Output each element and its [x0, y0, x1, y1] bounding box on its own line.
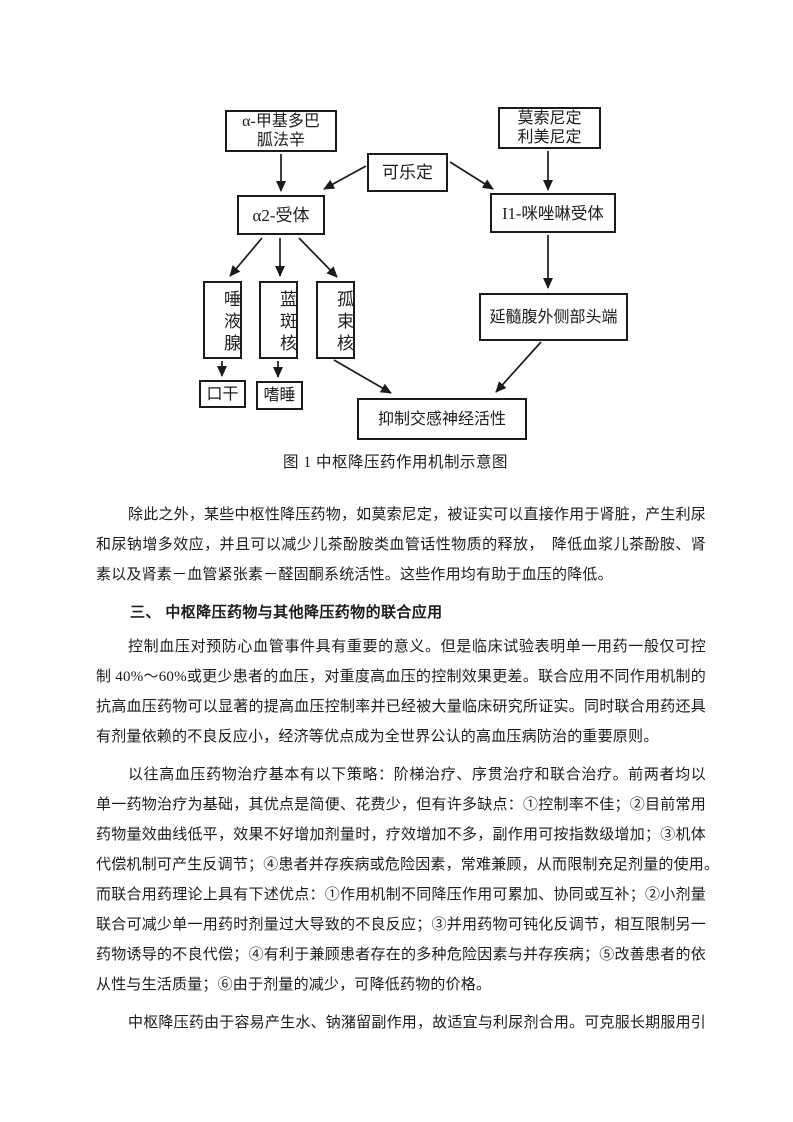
text-line: 药物诱导的不良代偿；④有利于兼顾患者存在的多种危险因素与并存疾病；⑤改善患者的依 — [96, 947, 706, 963]
box-nucleus-tractus-solitarii: 孤束核 — [316, 281, 355, 359]
text-line: 抗高血压药物可以显著的提高血压控制率并已经被大量临床研究所证实。同时联合用药还具 — [96, 699, 706, 715]
box-label: 抑制交感神经活性 — [377, 410, 506, 428]
text-line: 有剂量依赖的不良反应小，经济等优点成为全世界公认的高血压病防治的重要原则。 — [96, 729, 659, 745]
text-line: 制 40%～60%或更少患者的血压，对重度高血压的控制效果更差。联合应用不同作用… — [96, 669, 706, 685]
text-line: 中枢降压药由于容易产生水、钠潴留副作用，故适宜与利尿剂合用。可克服长期服用引 — [128, 1015, 706, 1031]
text-line: 代偿机制可产生反调节；④患者并存疾病或危险因素，常难兼顾，从而限制充足剂量的使用… — [96, 857, 720, 873]
text-line: 除此之外，某些中枢性降压药物，如莫索尼定，被证实可以直接作用于肾脏，产生利尿 — [128, 507, 706, 523]
box-i1-imidazoline-receptor: I1-咪唑啉受体 — [490, 193, 616, 233]
box-label: 嗜睡 — [263, 387, 296, 404]
box-label: α-甲基多巴 — [242, 113, 320, 130]
box-dry-mouth: 口干 — [199, 380, 246, 408]
text-line: 控制血压对预防心血管事件具有重要的意义。但是临床试验表明单一用药一般仅可控 — [128, 639, 706, 655]
text-line: 联合可减少单一用药时剂量过大导致的不良反应；③并用药物可钝化反调节，相互限制另一 — [96, 917, 706, 933]
section-heading: 三、 中枢降压药物与其他降压药物的联合应用 — [130, 604, 443, 621]
box-moxonidine-rilmenidine: 莫索尼定 利美尼定 — [498, 107, 601, 149]
box-drowsiness: 嗜睡 — [256, 381, 303, 410]
box-inhibit-sympathetic-activity: 抑制交感神经活性 — [357, 398, 527, 440]
text-line: 而联合用药理论上具有下述优点：①作用机制不同降压作用可累加、协同或互补；②小剂量 — [96, 887, 706, 903]
box-salivary-gland: 唾液腺 — [203, 281, 242, 359]
text-line: 素以及肾素－血管紧张素－醛固酮系统活性。这些作用均有助于血压的降低。 — [96, 567, 613, 583]
box-label: 胍法辛 — [256, 132, 305, 149]
box-alpha2-receptor: α2-受体 — [237, 195, 325, 235]
box-alpha-methyldopa-guanfacine: α-甲基多巴 胍法辛 — [225, 110, 337, 152]
box-clonidine: 可乐定 — [367, 153, 448, 192]
text-line: 以往高血压药物治疗基本有以下策略：阶梯治疗、序贯治疗和联合治疗。前两者均以 — [128, 767, 706, 783]
figure-caption: 图 1 中枢降压药作用机制示意图 — [283, 454, 509, 471]
box-rostral-ventrolateral-medulla: 延髓腹外侧部头端 — [479, 293, 628, 341]
box-label: 可乐定 — [382, 163, 433, 182]
box-label: 莫索尼定 — [517, 110, 582, 127]
box-label: α2-受体 — [252, 205, 310, 225]
text-line: 单一药物治疗为基础，其优点是简便、花费少，但有许多缺点：①控制率不佳；②目前常用 — [96, 797, 706, 813]
mechanism-diagram: α-甲基多巴 胍法辛 莫索尼定 利美尼定 可乐定 α2-受体 I1-咪唑啉受体 … — [0, 0, 793, 480]
box-locus-coeruleus: 蓝斑核 — [259, 281, 298, 359]
box-label: I1-咪唑啉受体 — [502, 203, 604, 223]
text-line: 和尿钠增多效应，并且可以减少儿茶酚胺类血管话性物质的释放， 降低血浆儿茶酚胺、肾 — [96, 537, 706, 553]
body-text: 除此之外，某些中枢性降压药物，如莫索尼定，被证实可以直接作用于肾脏，产生利尿 和… — [96, 500, 720, 1038]
box-label: 口干 — [206, 385, 239, 403]
box-label: 延髓腹外侧部头端 — [489, 308, 618, 326]
text-line: 从性与生活质量；⑥由于剂量的减少，可降低药物的价格。 — [96, 977, 492, 993]
box-label: 利美尼定 — [517, 129, 582, 146]
text-line: 药物量效曲线低平，效果不好增加剂量时，疗效增加不多，副作用可按指数级增加；③机体 — [96, 827, 706, 843]
